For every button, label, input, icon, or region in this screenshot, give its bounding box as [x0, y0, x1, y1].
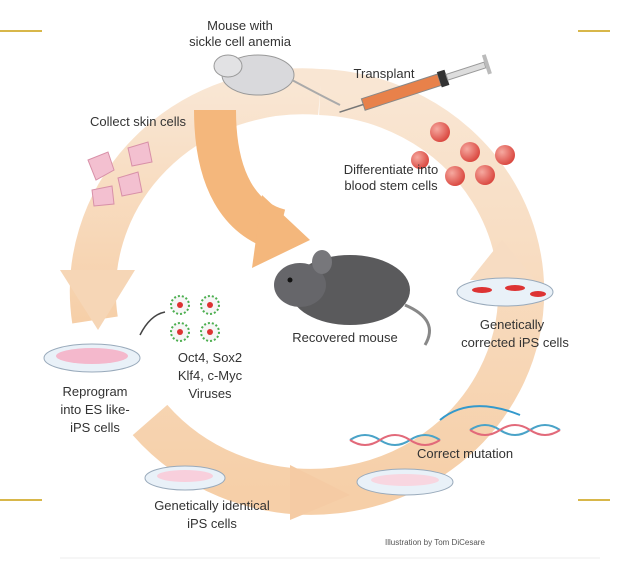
inner-arrow	[194, 109, 310, 268]
syringe-icon	[339, 54, 492, 113]
petri-dish-mutation	[356, 468, 454, 496]
label-differentiate: Differentiate into	[344, 162, 438, 177]
petri-dish-identical	[144, 465, 226, 491]
label-collect: Collect skin cells	[90, 114, 187, 129]
label-identical: Genetically identical	[154, 498, 270, 513]
label-identical-2: iPS cells	[187, 516, 237, 531]
petri-dish-reprogram	[43, 343, 141, 373]
ring-arrowhead-right	[470, 240, 535, 280]
virus-cores	[177, 302, 213, 335]
label-correct-mutation: Correct mutation	[417, 446, 513, 461]
ring-arrowhead-left	[60, 270, 135, 330]
dna-strand-icon	[349, 405, 561, 446]
label-reprogram-3: iPS cells	[70, 420, 120, 435]
blood-stem-cells	[411, 122, 515, 186]
petri-dish-corrected	[456, 277, 554, 307]
label-recovered: Recovered mouse	[292, 330, 398, 345]
label-corrected-2: corrected iPS cells	[461, 335, 569, 350]
label-factors-3: Viruses	[188, 386, 232, 401]
label-transplant: Transplant	[354, 66, 415, 81]
label-reprogram-2: into ES like-	[60, 402, 129, 417]
skin-cells	[87, 141, 153, 207]
virus-arrow	[139, 311, 166, 336]
label-reprogram: Reprogram	[62, 384, 127, 399]
label-differentiate-2: blood stem cells	[344, 178, 438, 193]
ring-arrowhead-bottom	[290, 465, 350, 520]
recovered-mouse-illustration	[274, 250, 431, 346]
sick-mouse-illustration	[213, 54, 341, 106]
illustration-credit: Illustration by Tom DiCesare	[385, 538, 485, 547]
accent-lines	[0, 30, 610, 501]
label-corrected: Genetically	[480, 317, 545, 332]
label-mouse-sick: Mouse with	[207, 18, 273, 33]
label-factors: Oct4, Sox2	[178, 350, 242, 365]
label-mouse-sick-2: sickle cell anemia	[189, 34, 292, 49]
label-factors-2: Klf4, c-Myc	[178, 368, 243, 383]
